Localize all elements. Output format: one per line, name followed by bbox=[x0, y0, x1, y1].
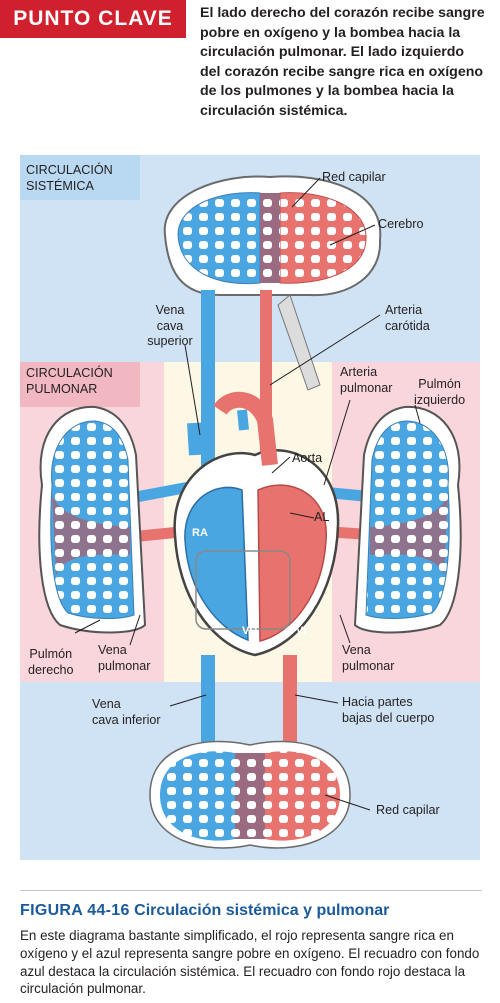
label-vena-cava-inferior: Vena cava inferior bbox=[92, 697, 161, 728]
label-line: carótida bbox=[385, 318, 430, 333]
pulmonary-label-box bbox=[20, 362, 140, 407]
label-line: CIRCULACIÓN bbox=[26, 366, 113, 380]
label-line: Vena bbox=[155, 303, 185, 317]
label-line: Pulmón bbox=[418, 377, 461, 391]
label-cerebro: Cerebro bbox=[378, 217, 424, 231]
label-vena-pulmonar-right: Vena pulmonar bbox=[342, 643, 395, 674]
circulation-svg bbox=[20, 155, 480, 860]
key-line: circulación sistémica. bbox=[200, 102, 348, 119]
label-line: Pulmón bbox=[29, 647, 73, 661]
label-line: PULMONAR bbox=[26, 382, 98, 396]
label-arteria-pulmonar: Arteria pulmonar bbox=[340, 365, 393, 396]
label-aorta: Aorta bbox=[292, 451, 323, 465]
label-vi: VI bbox=[296, 625, 307, 637]
key-line: circulación pulmonar. El lado izquierdo bbox=[200, 44, 465, 60]
systemic-label-box bbox=[20, 155, 140, 200]
circulation-diagram: CIRCULACIÓN SISTÉMICA CIRCULACIÓN PULMON… bbox=[20, 155, 480, 860]
figure-title: FIGURA 44-16 Circulación sistémica y pul… bbox=[20, 902, 389, 920]
label-line: Vena bbox=[342, 643, 371, 657]
label-red-capilar-bottom: Red capilar bbox=[376, 803, 440, 817]
label-al: AL bbox=[314, 510, 330, 524]
systemic-box-label: CIRCULACIÓN SISTÉMICA bbox=[26, 162, 113, 194]
label-line: cava inferior bbox=[92, 712, 161, 727]
label-arteria-carotida: Arteria carótida bbox=[385, 303, 430, 334]
label-line: superior bbox=[147, 334, 193, 348]
figure-caption: En este diagrama bastante simplificado, … bbox=[20, 928, 480, 997]
label-hacia-partes: Hacia partes bajas del cuerpo bbox=[342, 695, 434, 726]
heart bbox=[173, 391, 340, 657]
label-line: Arteria bbox=[385, 303, 423, 317]
left-lung bbox=[353, 405, 462, 634]
label-line: bajas del cuerpo bbox=[342, 710, 435, 725]
pulmonary-box-label: CIRCULACIÓN PULMONAR bbox=[26, 365, 113, 397]
label-line: SISTÉMICA bbox=[26, 179, 94, 193]
label-vd: VD bbox=[242, 625, 258, 637]
label-pulmon-izquierdo: Pulmón izquierdo bbox=[414, 377, 465, 408]
label-line: cava bbox=[156, 318, 184, 333]
label-ra: RA bbox=[192, 527, 208, 539]
label-vena-pulmonar-left: Vena pulmonar bbox=[98, 643, 151, 674]
key-line: de los pulmones y la bombea hacia la bbox=[200, 83, 454, 99]
figure-number: FIGURA 44-16 bbox=[20, 902, 130, 919]
label-line: CIRCULACIÓN bbox=[26, 163, 113, 177]
lower-capillary-net bbox=[149, 740, 351, 849]
key-line: del corazón recibe sangre rica en oxígen… bbox=[200, 63, 484, 80]
label-line: pulmonar bbox=[340, 380, 393, 395]
figure-title-text: Circulación sistémica y pulmonar bbox=[134, 902, 390, 919]
key-line: pobre en oxígeno y la bombea hacia la bbox=[200, 24, 461, 41]
leader-lines bbox=[74, 177, 421, 811]
label-line: derecho bbox=[28, 662, 74, 677]
key-line: El lado derecho del corazón recibe sangr… bbox=[200, 5, 485, 21]
label-line: Hacia partes bbox=[342, 695, 413, 709]
label-line: Arteria bbox=[340, 365, 378, 379]
brain bbox=[163, 175, 382, 391]
caption-divider bbox=[20, 890, 482, 891]
label-vena-cava-superior: Vena cava superior bbox=[140, 303, 200, 350]
label-pulmon-derecho: Pulmón derecho bbox=[28, 647, 74, 678]
key-point-text: El lado derecho del corazón recibe sangr… bbox=[200, 4, 492, 121]
label-line: pulmonar bbox=[342, 658, 395, 673]
label-red-capilar-top: Red capilar bbox=[322, 170, 386, 184]
label-line: Vena bbox=[92, 697, 121, 711]
right-lung bbox=[38, 405, 147, 634]
key-point-tag: PUNTO CLAVE bbox=[0, 0, 186, 38]
label-line: pulmonar bbox=[98, 658, 151, 673]
label-line: Vena bbox=[98, 643, 127, 657]
label-line: izquierdo bbox=[414, 392, 466, 407]
